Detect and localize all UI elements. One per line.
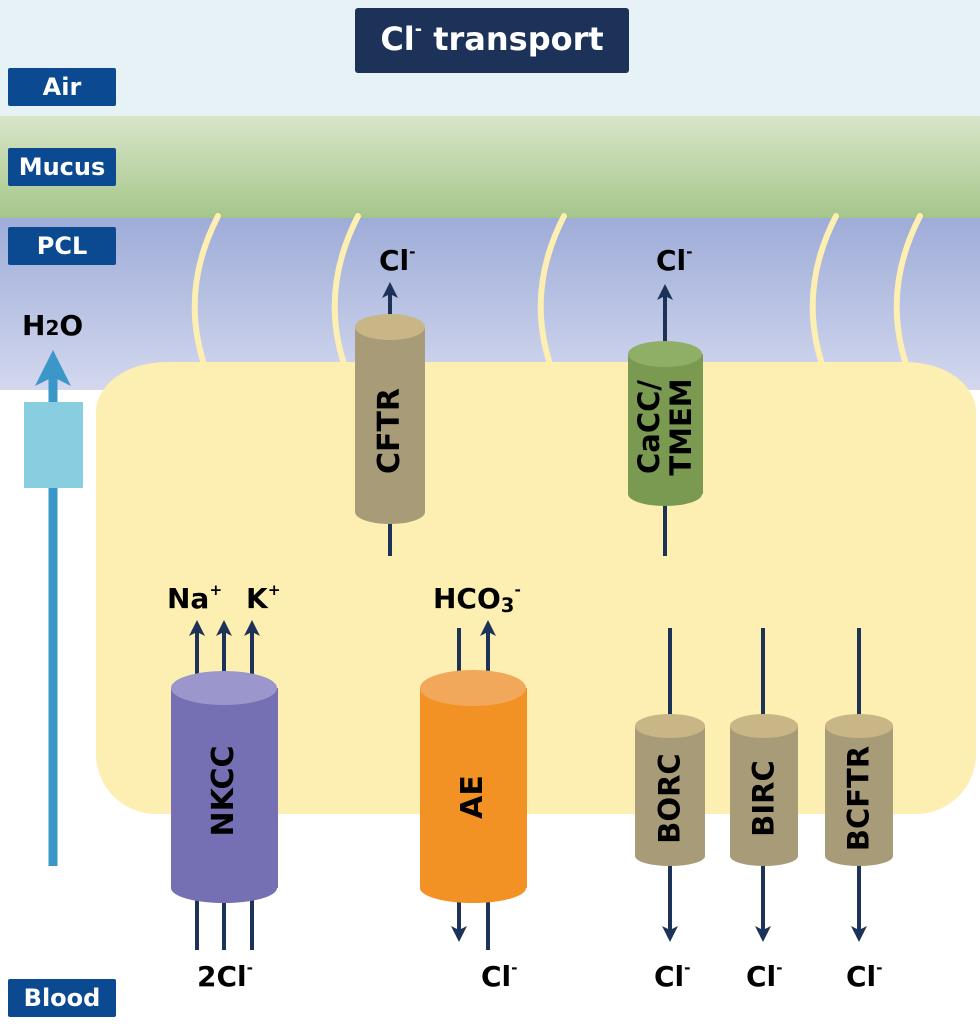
water-label: H2O [22,309,84,342]
zone-label-pcl: PCL [8,227,116,265]
bcftr-cl-label: Cl- [846,958,883,993]
nkcc-cl-label: 2Cl- [197,958,254,993]
zone-label-mucus: Mucus [8,148,116,186]
ae-label: AE [455,775,490,819]
cilium [331,213,361,367]
borc-label: BORC [652,753,687,844]
title-ion: Cl [380,20,415,58]
pcl-layer [0,218,980,390]
nkcc-label: NKCC [206,745,241,837]
title-charge: - [414,20,423,41]
birc-cl-label: Cl- [746,958,783,993]
cilium [191,213,221,367]
mucus-layer [0,116,980,218]
birc-channel [730,714,798,866]
title-box: Cl- transport [355,8,629,73]
cacc-tmem-label: CaCC/TMEM [632,352,698,502]
borc-channel [635,714,705,866]
cilium [893,213,923,367]
hco3-ion-label: HCO3- [433,580,521,617]
cftr-ion-label: Cl- [379,242,416,277]
cilium [809,213,839,367]
ae-cl-label: Cl- [481,958,518,993]
birc-label: BIRC [746,760,781,837]
aquaporin-channel [24,402,83,488]
tmem-label-line2: TMEM [664,378,698,476]
cftr-label: CFTR [372,387,407,475]
ae-transporter [420,670,527,903]
cacc-ion-label: Cl- [656,242,693,277]
k-ion-label: K+ [246,580,281,615]
cacc-label-line1: CaCC/ [632,380,666,475]
cilium [537,213,567,367]
cacc-tmem-channel [628,341,703,506]
zone-label-air: Air [8,68,116,106]
title-text: transport [422,20,604,58]
nkcc-transporter [171,671,278,903]
bcftr-channel [825,714,893,866]
water-subscript: 2 [45,316,60,340]
bcftr-label: BCFTR [841,745,876,852]
cftr-channel [355,314,425,524]
na-ion-label: Na+ [167,580,223,615]
borc-cl-label: Cl- [654,958,691,993]
zone-label-blood: Blood [8,979,116,1017]
